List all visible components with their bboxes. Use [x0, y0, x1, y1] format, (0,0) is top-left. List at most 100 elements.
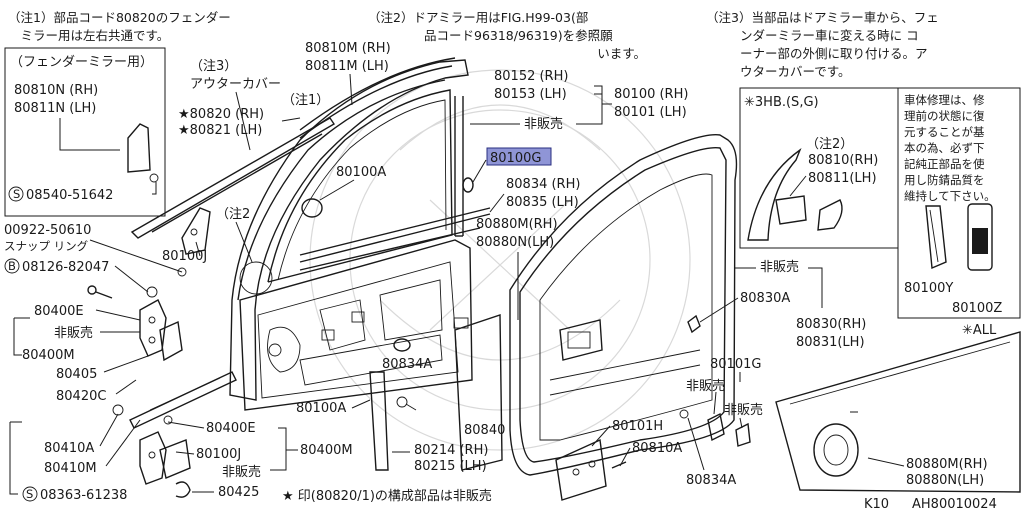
part-labels: 80810M (RH) 80811M (LH) （注3） アウターカバー （注1… [4, 41, 866, 504]
svg-text:80100Z: 80100Z [952, 301, 1002, 316]
all-variant-box: ✳ALL 80880M(RH) 80880N(LH) [775, 323, 1021, 493]
mirror-mount-circle [239, 261, 273, 295]
inner-trim-panel [539, 173, 713, 441]
svg-text:非販売: 非販売 [524, 116, 563, 132]
svg-text:ーナー部の外側に取り付ける。ア: ーナー部の外側に取り付ける。ア [740, 46, 928, 61]
svg-text:（注1）部品コード80820のフェンダー: （注1）部品コード80820のフェンダー [8, 10, 231, 25]
svg-text:80880N(LH): 80880N(LH) [476, 235, 554, 250]
svg-text:80400E: 80400E [34, 304, 84, 319]
grommet-80100a [301, 198, 323, 218]
clip-80830a [687, 314, 701, 334]
svg-text:います。: います。 [597, 46, 646, 61]
door-trim-80840 [453, 314, 503, 471]
svg-text:ミラー用は左右共通です。: ミラー用は左右共通です。 [8, 28, 169, 43]
svg-text:80420C: 80420C [56, 389, 106, 404]
svg-text:80831(LH): 80831(LH) [796, 335, 865, 350]
svg-text:アウターカバー: アウターカバー [190, 77, 281, 92]
sealant-tube [925, 205, 947, 270]
check-link [112, 371, 237, 429]
outer-cover-strip [130, 117, 335, 239]
svg-text:✳3HB.(S,G): ✳3HB.(S,G) [744, 95, 819, 110]
svg-text:記純正部品を使: 記純正部品を使 [904, 157, 985, 171]
svg-text:80834A: 80834A [382, 357, 432, 372]
svg-text:（注2）: （注2） [806, 137, 853, 152]
svg-text:80101G: 80101G [710, 357, 761, 372]
hb-variant-box: ✳3HB.(S,G) （注2） 80810(RH) 80811(LH) [739, 87, 899, 249]
svg-text:非販売: 非販売 [724, 402, 763, 418]
svg-text:ンダーミラー車に変える時に コ: ンダーミラー車に変える時に コ [740, 28, 919, 43]
note-3: （注3）当部品はドアミラー車から、フェ ンダーミラー車に変える時に コ ーナー部… [706, 10, 939, 79]
svg-text:80100J: 80100J [162, 249, 207, 264]
svg-text:80100 (RH): 80100 (RH) [614, 87, 688, 102]
svg-text:08540-51642: 08540-51642 [26, 188, 113, 203]
belt-moulding [299, 207, 491, 271]
door-frame [229, 59, 473, 411]
svg-text:★ 印(80820/1)の構成部品は非販売: ★ 印(80820/1)の構成部品は非販売 [282, 488, 492, 504]
svg-text:80880N(LH): 80880N(LH) [906, 473, 984, 488]
page-footer: K10 AH80010024 [864, 497, 997, 510]
svg-text:（注2）ドアミラー用はFIG.H99-03(部: （注2）ドアミラー用はFIG.H99-03(部 [368, 10, 588, 25]
clip-80100g [462, 159, 487, 193]
svg-text:品コード96318/96319)を参照願: 品コード96318/96319)を参照願 [424, 28, 613, 43]
svg-text:維持して下さい。: 維持して下さい。 [904, 189, 996, 203]
svg-text:スナップ リング: スナップ リング [4, 239, 89, 253]
svg-text:S: S [26, 487, 33, 501]
svg-text:本の為、必ず下: 本の為、必ず下 [904, 141, 985, 155]
svg-text:80835 (LH): 80835 (LH) [506, 195, 579, 210]
svg-text:（注3）当部品はドアミラー車から、フェ: （注3）当部品はドアミラー車から、フェ [706, 10, 939, 25]
svg-text:80153 (LH): 80153 (LH) [494, 87, 567, 102]
svg-text:80214 (RH): 80214 (RH) [414, 443, 488, 458]
svg-text:80100J: 80100J [196, 447, 241, 462]
svg-text:80410M: 80410M [44, 461, 97, 476]
svg-text:非販売: 非販売 [760, 259, 799, 275]
svg-text:80400M: 80400M [300, 443, 353, 458]
svg-text:80830A: 80830A [740, 291, 790, 306]
svg-text:ウターカバーです。: ウターカバーです。 [740, 64, 851, 79]
mirror-bracket [181, 207, 211, 255]
svg-text:K10: K10 [864, 497, 889, 510]
svg-text:（注1）: （注1） [282, 93, 329, 108]
svg-text:✳ALL: ✳ALL [962, 323, 997, 338]
svg-text:80100Y: 80100Y [904, 281, 953, 296]
svg-text:80100A: 80100A [296, 401, 346, 416]
svg-text:★80820 (RH): ★80820 (RH) [178, 107, 264, 122]
svg-text:80811(LH): 80811(LH) [808, 171, 877, 186]
svg-text:80405: 80405 [56, 367, 97, 382]
handle-parts-80101g [679, 409, 751, 447]
note-2: （注2）ドアミラー用はFIG.H99-03(部 品コード96318/96319)… [368, 10, 646, 61]
svg-text:80152 (RH): 80152 (RH) [494, 69, 568, 84]
note-1: （注1）部品コード80820のフェンダー ミラー用は左右共通です。 [8, 10, 231, 43]
svg-text:非販売: 非販売 [222, 464, 261, 480]
repair-note-box: 車体修理は、修 理前の状態に復 元することが基 本の為、必ず下 記純正部品を使 … [897, 87, 1021, 319]
svg-text:理前の状態に復: 理前の状態に復 [904, 109, 985, 123]
upper-hinge [87, 267, 187, 362]
window-frame-strips [299, 57, 464, 237]
svg-text:80880M(RH): 80880M(RH) [906, 457, 988, 472]
door-weatherstrip [509, 134, 738, 476]
svg-text:用し防錆品質を: 用し防錆品質を [904, 173, 985, 187]
svg-text:80100G: 80100G [490, 151, 541, 166]
svg-text:元することが基: 元することが基 [904, 125, 985, 139]
svg-text:80410A: 80410A [44, 441, 94, 456]
watermark-emblem [309, 69, 691, 451]
svg-text:（注3）: （注3） [190, 59, 237, 74]
svg-text:80400E: 80400E [206, 421, 256, 436]
fender-mirror-box: （フェンダーミラー用） 80810N (RH) 80811N (LH) S 08… [4, 47, 166, 217]
svg-text:非販売: 非販売 [54, 325, 93, 341]
svg-text:B: B [8, 259, 16, 273]
svg-text:（フェンダーミラー用）: （フェンダーミラー用） [10, 55, 153, 70]
svg-text:80810A: 80810A [632, 441, 682, 456]
svg-text:★80821 (LH): ★80821 (LH) [178, 123, 262, 138]
svg-text:車体修理は、修: 車体修理は、修 [904, 93, 985, 107]
run-channel-80214 [369, 338, 417, 471]
svg-text:80830(RH): 80830(RH) [796, 317, 866, 332]
svg-text:（注2: （注2 [216, 207, 250, 222]
svg-text:80425: 80425 [218, 485, 259, 500]
svg-text:80880M(RH): 80880M(RH) [476, 217, 558, 232]
svg-text:80834A: 80834A [686, 473, 736, 488]
svg-text:80810N (RH): 80810N (RH) [14, 83, 98, 98]
svg-text:08363-61238: 08363-61238 [40, 488, 127, 503]
spray-can [967, 203, 993, 271]
svg-text:80811N (LH): 80811N (LH) [14, 101, 96, 116]
svg-text:80215 (LH): 80215 (LH) [414, 459, 487, 474]
